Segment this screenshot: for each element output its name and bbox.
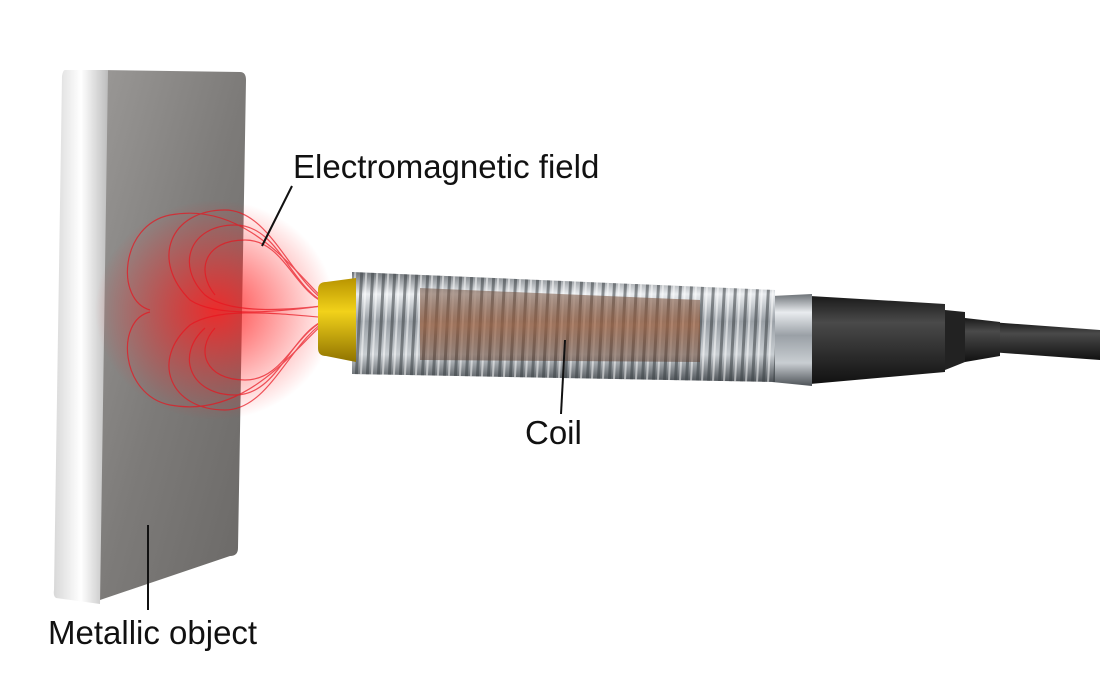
coil-leader-line	[560, 339, 566, 415]
connector	[772, 294, 1000, 386]
coil	[420, 288, 700, 362]
cable	[990, 322, 1100, 360]
sensor-tip	[318, 278, 356, 362]
label-metallic-object: Metallic object	[48, 614, 258, 651]
label-electromagnetic-field: Electromagnetic field	[293, 148, 600, 185]
electromagnetic-field	[95, 200, 335, 420]
label-coil: Coil	[525, 414, 582, 451]
field-leader-line	[261, 185, 293, 247]
sensor-body	[352, 272, 775, 382]
